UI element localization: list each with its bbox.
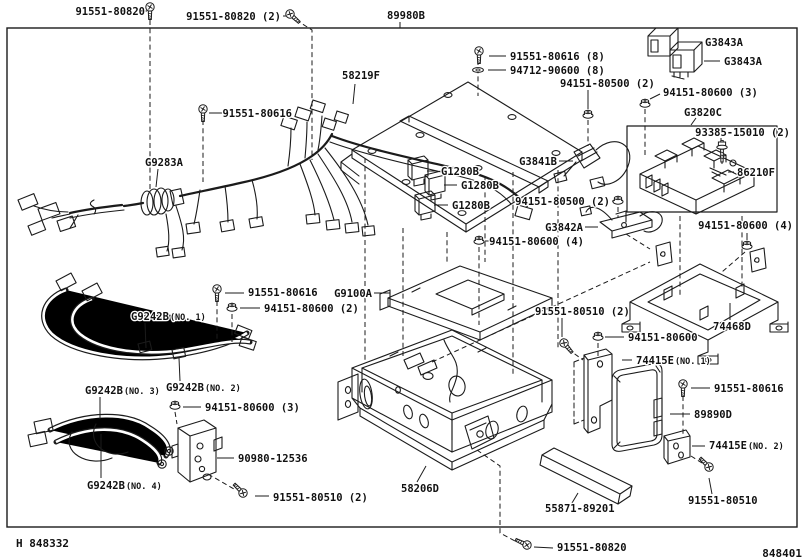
label-74468d: 74468D — [713, 321, 751, 333]
screw-icon — [557, 336, 576, 356]
bracket-74468d — [621, 241, 789, 365]
label-86210f: 86210F — [737, 167, 775, 179]
label-91551-80616-br: 91551-80616 — [714, 383, 784, 395]
label-91551-80510-2-mid: 91551-80510 (2) — [535, 306, 630, 318]
wire-harness-g9283a — [17, 99, 533, 259]
battery-box-58206d — [337, 329, 553, 471]
nut-icon — [612, 195, 624, 205]
label-91551-80820-bottom: 91551-80820 — [557, 542, 627, 554]
label-94151-80600: 94151-80600 — [628, 332, 698, 344]
washer-icon — [472, 67, 484, 73]
nut-icon — [639, 98, 651, 108]
label-g3842a: G3842A — [545, 222, 584, 234]
nut-icon — [592, 331, 604, 341]
footer-drawing-code-right: 848401 — [762, 547, 802, 560]
cables-g9242b-lower — [27, 413, 174, 469]
label-91551-80510: 91551-80510 — [688, 495, 758, 507]
screw-icon — [513, 535, 534, 552]
label-89980b: 89980B — [387, 10, 425, 22]
label-g9283a: G9283A — [145, 157, 184, 169]
label-94712-90600-8: 94712-90600 (8) — [510, 65, 605, 77]
label-g3843a-upper: G3843A — [705, 37, 744, 49]
nut-icon — [741, 240, 753, 250]
label-94151-80600-2: 94151-80600 (2) — [264, 303, 359, 315]
screw-icon — [230, 480, 250, 500]
nut-icon — [226, 302, 238, 312]
screw-icon — [678, 379, 688, 397]
sensors-g1280b — [407, 155, 446, 221]
label-74415e-no1: 74415E(NO. 1) — [636, 355, 711, 367]
sensor-g3841b — [553, 141, 631, 190]
label-74415e-no2: 74415E(NO. 2) — [709, 440, 784, 452]
sensor-g3842a — [579, 205, 663, 239]
label-94151-80600-4-mid: 94151-80600 (4) — [489, 236, 584, 248]
label-g1280b-2: G1280B — [461, 180, 499, 192]
nut-icon — [582, 109, 594, 119]
screw-icon — [212, 284, 222, 302]
diagram-border — [6, 27, 798, 528]
label-g9242b-no3: G9242B(NO. 3) — [85, 385, 160, 397]
label-90980-12536: 90980-12536 — [238, 453, 308, 465]
label-94151-80600-3-low: 94151-80600 (3) — [205, 402, 300, 414]
nut-icon — [169, 400, 181, 410]
screw-icon — [283, 7, 303, 26]
screw-icon — [696, 454, 716, 474]
label-58219f: 58219F — [342, 70, 380, 82]
ecu-89890d — [611, 363, 663, 452]
label-93385-15010-2: 93385-15010 (2) — [695, 127, 790, 139]
label-g3843a-lower: G3843A — [724, 56, 763, 68]
screw-icon — [145, 2, 155, 21]
module-g9100a — [379, 265, 553, 341]
mounting-plate-58219f — [340, 81, 583, 233]
label-g9242b-no1: G9242B(NO. 1) — [131, 311, 206, 323]
relays-g3843a — [647, 27, 703, 80]
label-55871-89201: 55871-89201 — [545, 503, 615, 515]
label-91551-80616-topleft: 91551-80616 — [222, 108, 292, 120]
terminal-block-90980-12536 — [171, 419, 223, 483]
part-labels: 91551-80820 91551-80820 (2) 89980B 58219… — [74, 5, 794, 556]
label-g3841b: G3841B — [519, 156, 557, 168]
label-91551-80616-8: 91551-80616 (8) — [510, 51, 605, 63]
screw-icon — [474, 46, 484, 64]
label-89890d: 89890D — [694, 409, 732, 421]
label-g9242b-no4: G9242B(NO. 4) — [87, 480, 162, 492]
label-91551-80820-2: 91551-80820 (2) — [186, 11, 281, 23]
label-g9242b-no2: G9242B(NO. 2) — [166, 382, 241, 394]
label-91551-80510-2-bl: 91551-80510 (2) — [273, 492, 368, 504]
bracket-74415e-no2 — [663, 429, 691, 465]
footer-drawing-code-left: H 848332 — [16, 537, 69, 550]
label-58206d: 58206D — [401, 483, 439, 495]
label-94151-80500-2-mid: 94151-80500 (2) — [515, 196, 610, 208]
label-91551-80820-top: 91551-80820 — [75, 6, 145, 18]
callout-lines — [99, 10, 748, 549]
label-g9100a: G9100A — [334, 288, 373, 300]
label-91551-80616-mid: 91551-80616 — [248, 287, 318, 299]
nut-icon — [473, 235, 485, 245]
relay-block-g3820c — [626, 125, 778, 215]
label-94151-80600-4-right: 94151-80600 (4) — [698, 220, 793, 232]
label-94151-80500-2-top: 94151-80500 (2) — [560, 78, 655, 90]
spacer-55871-89201 — [539, 447, 633, 505]
projection-lines — [149, 19, 746, 543]
label-g1280b-3: G1280B — [452, 200, 490, 212]
bracket-74415e-no1 — [573, 348, 613, 434]
screw-icon — [198, 104, 208, 122]
label-g3820c: G3820C — [684, 107, 722, 119]
label-94151-80600-3-top: 94151-80600 (3) — [663, 87, 758, 99]
label-g1280b-1: G1280B — [441, 166, 479, 178]
